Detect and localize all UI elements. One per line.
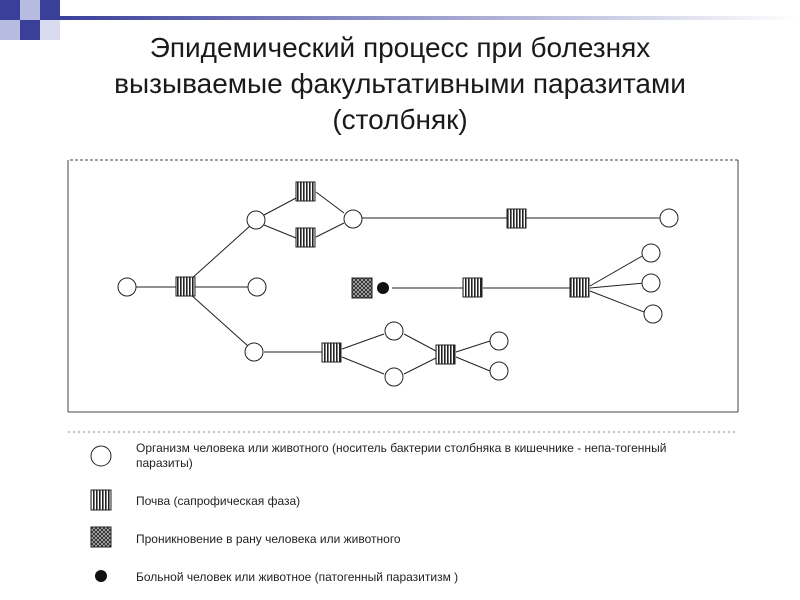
- organism-node: [117, 277, 137, 297]
- organism-node: [384, 321, 404, 341]
- organism-node: [641, 273, 661, 293]
- diagram-frame: [67, 159, 739, 413]
- title-line-2: вызываемые факультативными паразитами: [114, 68, 686, 99]
- decor-square-1: [0, 0, 20, 20]
- soil-node: [321, 342, 342, 363]
- soil-node: [295, 227, 316, 248]
- soil-node: [569, 277, 590, 298]
- decor-square-2: [20, 0, 40, 20]
- legend-penetration-symbol: [90, 526, 112, 548]
- organism-node: [489, 361, 509, 381]
- organism-node: [384, 367, 404, 387]
- decor-square-6: [40, 20, 60, 40]
- decor-gradient-bar: [60, 16, 800, 20]
- legend-penetration-label: Проникновение в рану человека или животн…: [136, 532, 401, 546]
- organism-node: [643, 304, 663, 324]
- title-line-3: (столбняк): [332, 104, 468, 135]
- legend-sick-label: Больной человек или животное (патогенный…: [136, 570, 459, 584]
- organism-node: [489, 331, 509, 351]
- organism-node: [244, 342, 264, 362]
- organism-node: [641, 243, 661, 263]
- organism-nodes: [117, 208, 679, 387]
- soil-node: [295, 181, 316, 202]
- page-title: Эпидемический процесс при болезнях вызыв…: [40, 30, 760, 138]
- legend-soil-label: Почва (сапрофическая фаза): [136, 494, 301, 508]
- soil-node: [506, 208, 527, 229]
- soil-node: [435, 344, 456, 365]
- organism-node: [343, 209, 363, 229]
- sick-organism-node: [377, 282, 389, 294]
- decor-square-5: [20, 20, 40, 40]
- legend-sick-symbol: [95, 570, 107, 582]
- title-line-1: Эпидемический процесс при болезнях: [149, 32, 651, 63]
- soil-nodes: [175, 181, 590, 365]
- soil-node: [175, 276, 196, 297]
- legend-organism-label: Организм человека или животного (носител…: [136, 441, 667, 470]
- decor-square-4: [0, 20, 20, 40]
- penetration-node: [351, 277, 373, 299]
- connector-lines: [136, 191, 660, 375]
- organism-node: [659, 208, 679, 228]
- organism-node: [247, 277, 267, 297]
- legend-organism-symbol: [90, 445, 112, 467]
- decor-square-3: [40, 0, 60, 20]
- soil-node: [462, 277, 483, 298]
- organism-node: [246, 210, 266, 230]
- legend-soil-symbol: [90, 489, 112, 511]
